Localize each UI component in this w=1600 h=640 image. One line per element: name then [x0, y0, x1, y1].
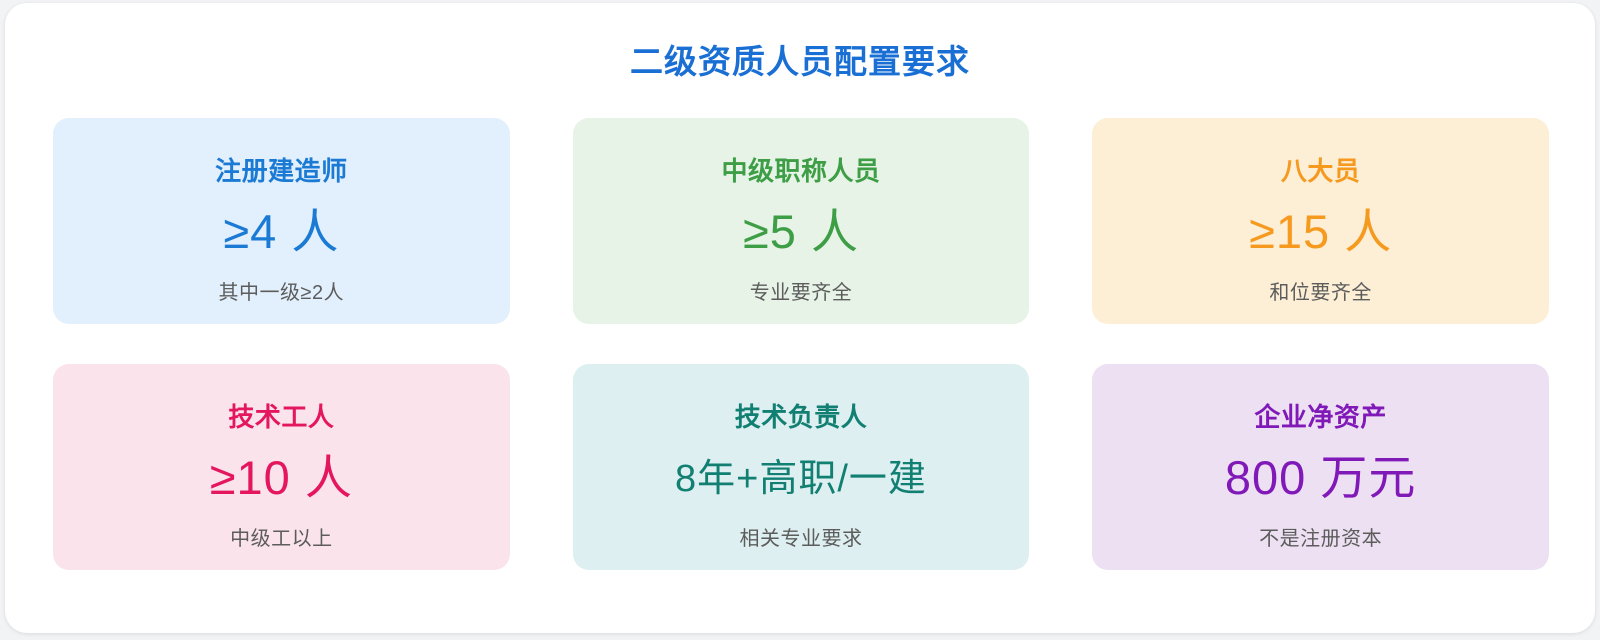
requirement-card-grid: 注册建造师 ≥4 人 其中一级≥2人 中级职称人员 ≥5 人 专业要齐全 八大员… — [53, 118, 1549, 570]
requirement-card-net-assets: 企业净资产 800 万元 不是注册资本 — [1092, 364, 1549, 570]
card-note: 相关专业要求 — [739, 528, 863, 550]
card-label: 中级职称人员 — [721, 156, 881, 186]
card-note: 专业要齐全 — [749, 282, 853, 304]
requirement-card-technical-workers: 技术工人 ≥10 人 中级工以上 — [53, 364, 510, 570]
card-value: 800 万元 — [1224, 451, 1417, 504]
content-panel: 二级资质人员配置要求 注册建造师 ≥4 人 其中一级≥2人 中级职称人员 ≥5 … — [5, 3, 1595, 633]
card-label: 技术工人 — [228, 402, 335, 432]
card-label: 八大员 — [1280, 156, 1361, 186]
card-label: 注册建造师 — [215, 156, 348, 186]
requirement-card-technical-lead: 技术负责人 8年+高职/一建 相关专业要求 — [572, 364, 1030, 570]
card-note: 其中一级≥2人 — [218, 282, 345, 304]
card-value: ≥10 人 — [209, 451, 353, 504]
card-note: 中级工以上 — [230, 528, 333, 550]
card-value: ≥5 人 — [742, 205, 859, 258]
requirement-card-intermediate-title: 中级职称人员 ≥5 人 专业要齐全 — [572, 118, 1030, 324]
requirement-card-eight-officers: 八大员 ≥15 人 和位要齐全 — [1092, 118, 1549, 324]
card-note: 和位要齐全 — [1269, 282, 1372, 304]
card-value: ≥15 人 — [1249, 205, 1393, 258]
page-title: 二级资质人员配置要求 — [630, 43, 970, 80]
card-value: 8年+高职/一建 — [675, 458, 927, 500]
card-value: ≥4 人 — [223, 205, 340, 258]
card-label: 企业净资产 — [1254, 402, 1387, 432]
card-label: 技术负责人 — [734, 402, 868, 432]
card-note: 不是注册资本 — [1259, 528, 1383, 550]
requirement-card-registered-builder: 注册建造师 ≥4 人 其中一级≥2人 — [53, 118, 510, 324]
